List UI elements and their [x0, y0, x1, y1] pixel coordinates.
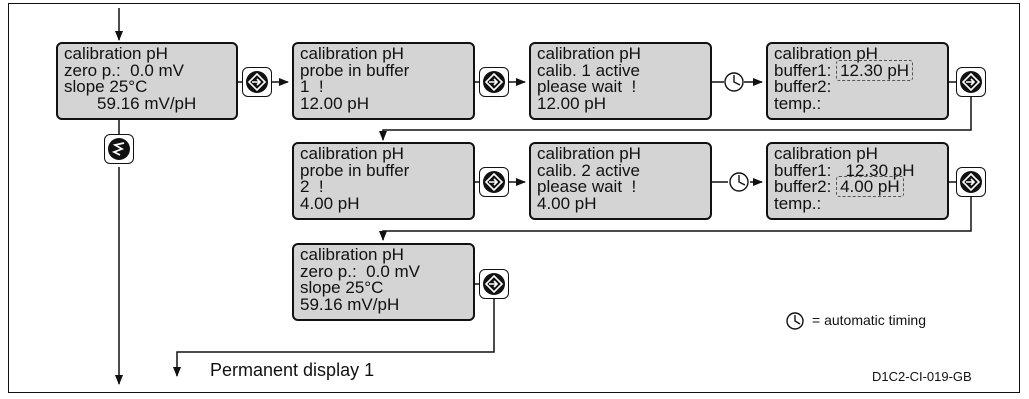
buffer2-value: 4.00 pH: [836, 176, 904, 197]
enter-button[interactable]: [242, 67, 272, 97]
lcd-line: calibration pH: [537, 44, 641, 63]
lcd-line: calibration pH: [774, 144, 878, 163]
lcd-screen-4: calibration pH buffer1: 12.30 pH buffer2…: [766, 42, 949, 120]
lcd-line: calibration pH: [537, 144, 641, 163]
lcd-line: 59.16 mV/pH: [64, 93, 197, 113]
enter-icon: [246, 71, 268, 93]
lcd-line: calibration pH: [300, 245, 404, 264]
lcd-screen-1: calibration pH zero p.: 0.0 mV slope 25°…: [56, 42, 238, 120]
lcd-line: buffer2:: [774, 77, 832, 96]
lcd-line: calibration pH: [64, 44, 168, 63]
clock-icon: [786, 312, 804, 330]
lcd-screen-2: calibration pH probe in buffer 1 ! 12.00…: [292, 42, 475, 120]
lcd-line: 2 !: [300, 177, 324, 196]
lcd-line: calib. 1 active: [537, 60, 640, 80]
escape-icon: [108, 138, 130, 160]
lcd-line: 59.16 mV/pH: [300, 294, 400, 314]
clock-icon: [729, 172, 749, 192]
lcd-screen-7: calibration pH buffer1: 12.30 pH buffer2…: [766, 142, 949, 220]
lcd-line: 12.00 pH: [537, 93, 606, 113]
lcd-line: 4.00 pH: [300, 193, 360, 213]
enter-icon: [960, 171, 982, 193]
enter-button[interactable]: [956, 167, 986, 197]
lcd-line: temp.:: [774, 193, 822, 213]
lcd-line: calibration pH: [300, 44, 404, 63]
lcd-line: calib. 2 active: [537, 160, 640, 180]
lcd-line: please wait !: [537, 177, 637, 196]
enter-button[interactable]: [956, 67, 986, 97]
lcd-line: please wait !: [537, 77, 637, 96]
clock-icon: [724, 72, 744, 92]
lcd-line: probe in buffer: [300, 160, 410, 180]
lcd-screen-3: calibration pH calib. 1 active please wa…: [529, 42, 712, 120]
enter-icon: [483, 273, 505, 295]
lcd-line: zero p.: 0.0 mV: [64, 60, 184, 80]
lcd-line: 1 !: [300, 77, 324, 96]
enter-icon: [483, 171, 505, 193]
lcd-screen-6: calibration pH calib. 2 active please wa…: [529, 142, 712, 220]
buffer1-value: 12.30 pH: [836, 59, 914, 81]
lcd-line: slope 25°C: [300, 278, 384, 297]
buffer2-label: buffer2:: [774, 177, 832, 196]
diagram-frame: [8, 3, 1020, 393]
lcd-line: buffer1: 12.30 pH: [774, 160, 915, 180]
buffer1-label: buffer1:: [774, 60, 832, 80]
lcd-line: zero p.: 0.0 mV: [300, 261, 420, 281]
lcd-line: slope 25°C: [64, 77, 148, 96]
legend-text: = automatic timing: [812, 312, 926, 328]
lcd-line: 12.00 pH: [300, 93, 369, 113]
lcd-line: 4.00 pH: [537, 193, 597, 213]
enter-button[interactable]: [479, 269, 509, 299]
enter-icon: [960, 71, 982, 93]
lcd-line: temp.:: [774, 93, 822, 113]
lcd-line: calibration pH: [300, 144, 404, 163]
lcd-line: buffer1: 12.30 pH: [774, 59, 941, 81]
enter-icon: [483, 71, 505, 93]
enter-button[interactable]: [479, 167, 509, 197]
lcd-screen-5: calibration pH probe in buffer 2 ! 4.00 …: [292, 142, 475, 220]
escape-button[interactable]: [104, 134, 134, 164]
lcd-line: calibration pH: [774, 44, 878, 63]
figure-id: D1C2-CI-019-GB: [872, 369, 972, 384]
enter-button[interactable]: [479, 67, 509, 97]
lcd-screen-8: calibration pH zero p.: 0.0 mV slope 25°…: [292, 243, 475, 321]
lcd-line: buffer2: 4.00 pH: [774, 176, 941, 197]
lcd-line: probe in buffer: [300, 60, 410, 80]
exit-label: Permanent display 1: [210, 360, 375, 380]
